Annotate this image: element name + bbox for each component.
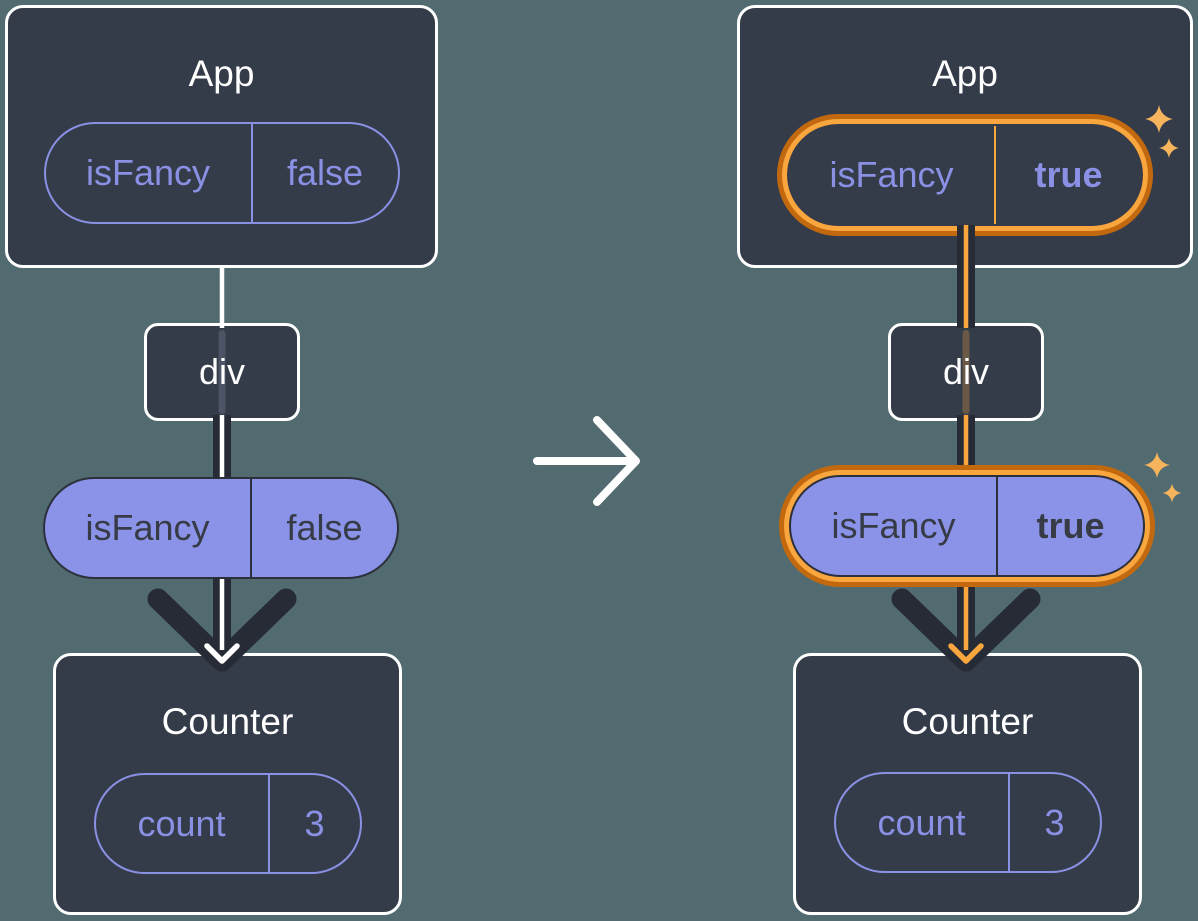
prop-flow-chevron <box>147 588 297 672</box>
after-counter-state-pill: count 3 <box>833 772 1102 873</box>
component-title: Counter <box>901 701 1034 742</box>
state-name: count <box>137 802 226 844</box>
sparkle-icon <box>1162 483 1182 503</box>
component-title: App <box>188 53 255 94</box>
before-counter-node: Counter count 3 <box>53 653 402 915</box>
sparkle-icon <box>1144 452 1170 478</box>
component-title: Counter <box>161 701 294 742</box>
prop-value: false <box>250 479 397 577</box>
prop-value: true <box>996 477 1143 575</box>
prop-flow-chevron <box>891 588 1041 672</box>
before-counter-state-pill: count 3 <box>93 773 362 874</box>
div-label: div <box>942 351 990 392</box>
prop-flow-through-band <box>962 330 970 414</box>
component-title: App <box>932 53 998 94</box>
before-passed-prop-pill: isFancy false <box>43 477 399 579</box>
state-value: 3 <box>267 775 360 872</box>
before-app-node: App isFancy false <box>5 5 438 268</box>
div-label: div <box>198 351 246 392</box>
before-div-node: div <box>144 323 300 421</box>
prop-name: isFancy <box>831 505 956 546</box>
before-app-prop-pill: isFancy false <box>43 122 400 224</box>
after-app-prop-pill: isFancy true <box>787 124 1143 226</box>
state-value: 3 <box>1007 774 1100 871</box>
prop-flow-through-band <box>218 330 226 414</box>
prop-value: false <box>250 124 398 222</box>
after-counter-node: Counter count 3 <box>793 653 1142 915</box>
prop-value: true <box>994 126 1141 224</box>
after-passed-prop-pill: isFancy true <box>789 475 1145 577</box>
after-app-node: App isFancy true <box>737 5 1193 268</box>
prop-name: isFancy <box>829 154 954 195</box>
prop-name: isFancy <box>85 507 210 548</box>
arrow-right-icon <box>533 416 640 506</box>
prop-name: isFancy <box>85 152 211 193</box>
state-name: count <box>877 801 966 843</box>
after-div-node: div <box>888 323 1044 421</box>
